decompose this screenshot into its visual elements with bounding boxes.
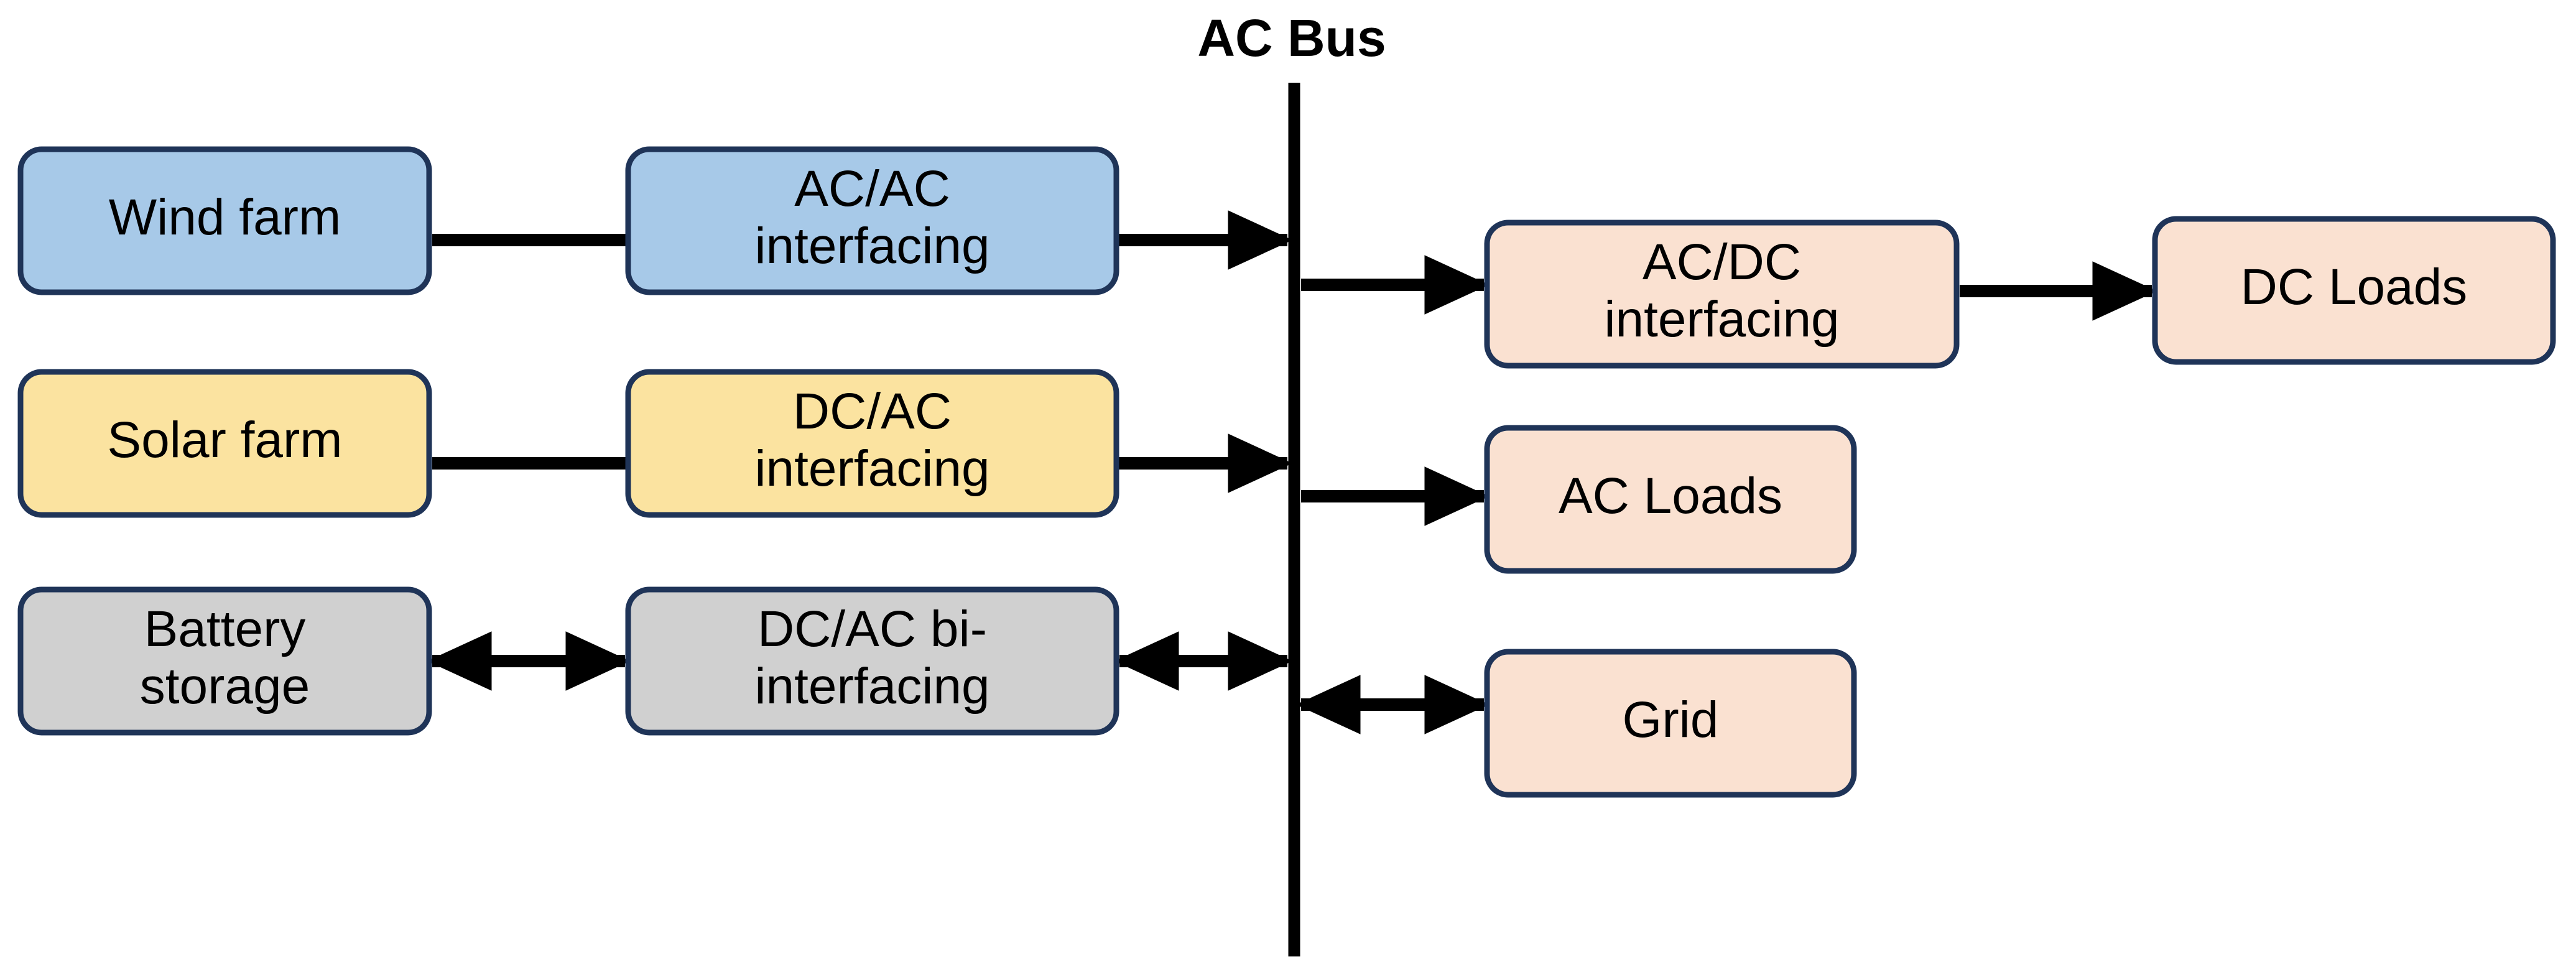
node-wind-farm[interactable]: Wind farm xyxy=(17,146,432,295)
node-box-acdc-interfacing xyxy=(1484,220,1960,369)
node-label-grid: Grid xyxy=(1623,692,1719,748)
node-grid[interactable]: Grid xyxy=(1484,649,1857,798)
node-solar-farm[interactable]: Solar farm xyxy=(17,369,432,518)
node-box-dcac-interfacing xyxy=(625,369,1119,518)
node-box-grid xyxy=(1484,649,1857,798)
node-box-wind-farm xyxy=(17,146,432,295)
bus-label-layer: AC Bus xyxy=(1197,9,1386,67)
node-box-ac-loads xyxy=(1484,425,1857,574)
node-label-wind-farm: Wind farm xyxy=(109,189,341,246)
node-box-solar-farm xyxy=(17,369,432,518)
node-ac-loads[interactable]: AC Loads xyxy=(1484,425,1857,574)
node-box-battery-storage xyxy=(17,586,432,736)
node-box-dcac-bi-interfacing xyxy=(625,586,1119,736)
node-dcac-bi-interfacing[interactable]: DC/AC bi-interfacing xyxy=(625,586,1119,736)
node-label-dcac-bi-interfacing: DC/AC bi-interfacing xyxy=(754,601,989,715)
ac-bus-label: AC Bus xyxy=(1197,9,1386,67)
node-label-ac-loads: AC Loads xyxy=(1559,468,1782,524)
node-label-dc-loads: DC Loads xyxy=(2241,259,2468,315)
node-dc-loads[interactable]: DC Loads xyxy=(2152,216,2556,365)
node-label-solar-farm: Solar farm xyxy=(107,412,342,468)
node-box-dc-loads xyxy=(2152,216,2556,365)
node-box-acac-interfacing xyxy=(625,146,1119,295)
